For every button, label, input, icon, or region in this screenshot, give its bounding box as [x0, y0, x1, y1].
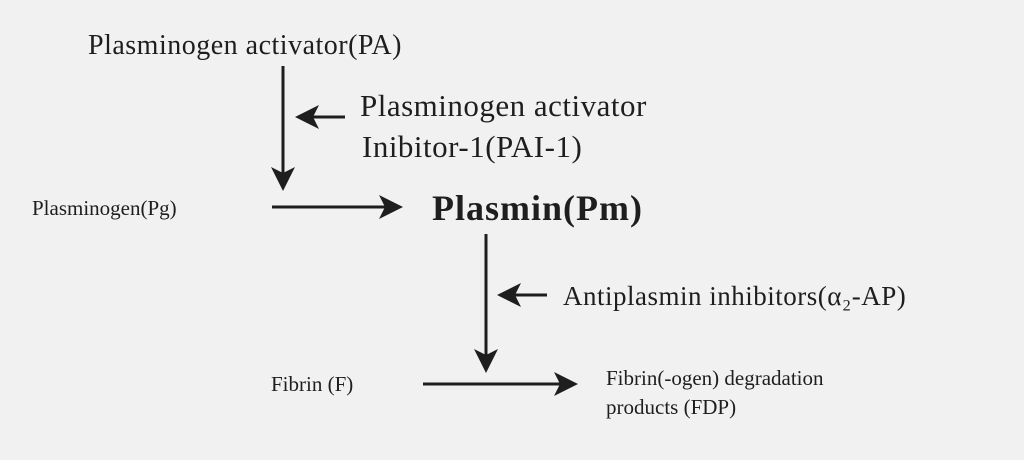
fdp-label-line2: products (FDP) — [606, 395, 737, 419]
pai1-label-line1: Plasminogen activator — [360, 88, 647, 123]
fibrin-label: Fibrin (F) — [271, 372, 354, 396]
pai1-label-line2: Inibitor-1(PAI-1) — [362, 129, 583, 164]
ap-label: Antiplasmin inhibitors(α₂-AP) — [563, 281, 907, 311]
pm-label: Plasmin(Pm) — [432, 188, 643, 228]
fdp-label-line1: Fibrin(-ogen) degradation — [606, 366, 824, 390]
pa-label: Plasminogen activator(PA) — [88, 30, 402, 61]
pg-label: Plasminogen(Pg) — [32, 196, 177, 220]
